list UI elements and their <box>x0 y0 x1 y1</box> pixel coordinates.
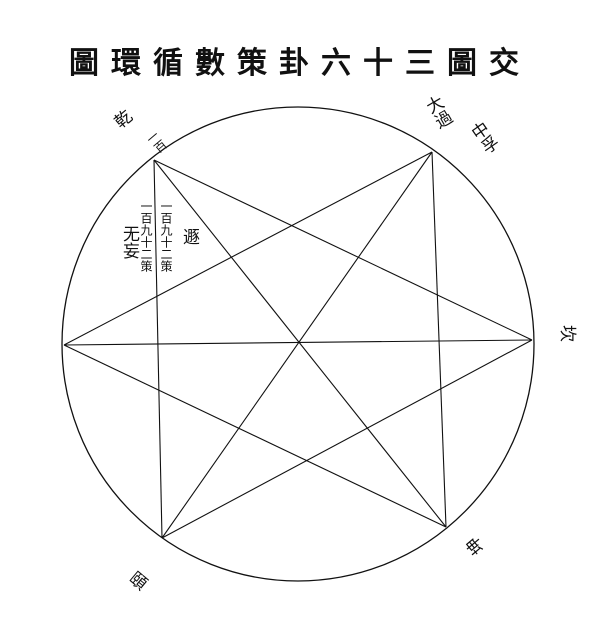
diagram-title: 圖環循數策卦六十三圖交 <box>69 46 531 81</box>
line-left-kun <box>63 344 447 528</box>
label-dun: 遯 <box>179 228 199 245</box>
line-qian-bottomleft <box>153 159 163 539</box>
label-wuwang: 无妄 <box>119 225 139 259</box>
outer-circle <box>61 106 535 582</box>
line-topright-kun <box>431 151 447 528</box>
line-left-kan <box>63 339 533 346</box>
line-topright-bottomleft <box>161 151 433 539</box>
line-qian-kan <box>153 159 533 341</box>
label-wuwang-note: 一百九十二策 <box>139 200 153 272</box>
label-kan: 坎 <box>560 321 577 341</box>
line-qian-kun <box>153 159 447 528</box>
label-dun-note: 一百九十二策 <box>159 200 173 272</box>
line-topright-left <box>63 151 433 346</box>
line-bottomleft-kan <box>161 339 533 539</box>
